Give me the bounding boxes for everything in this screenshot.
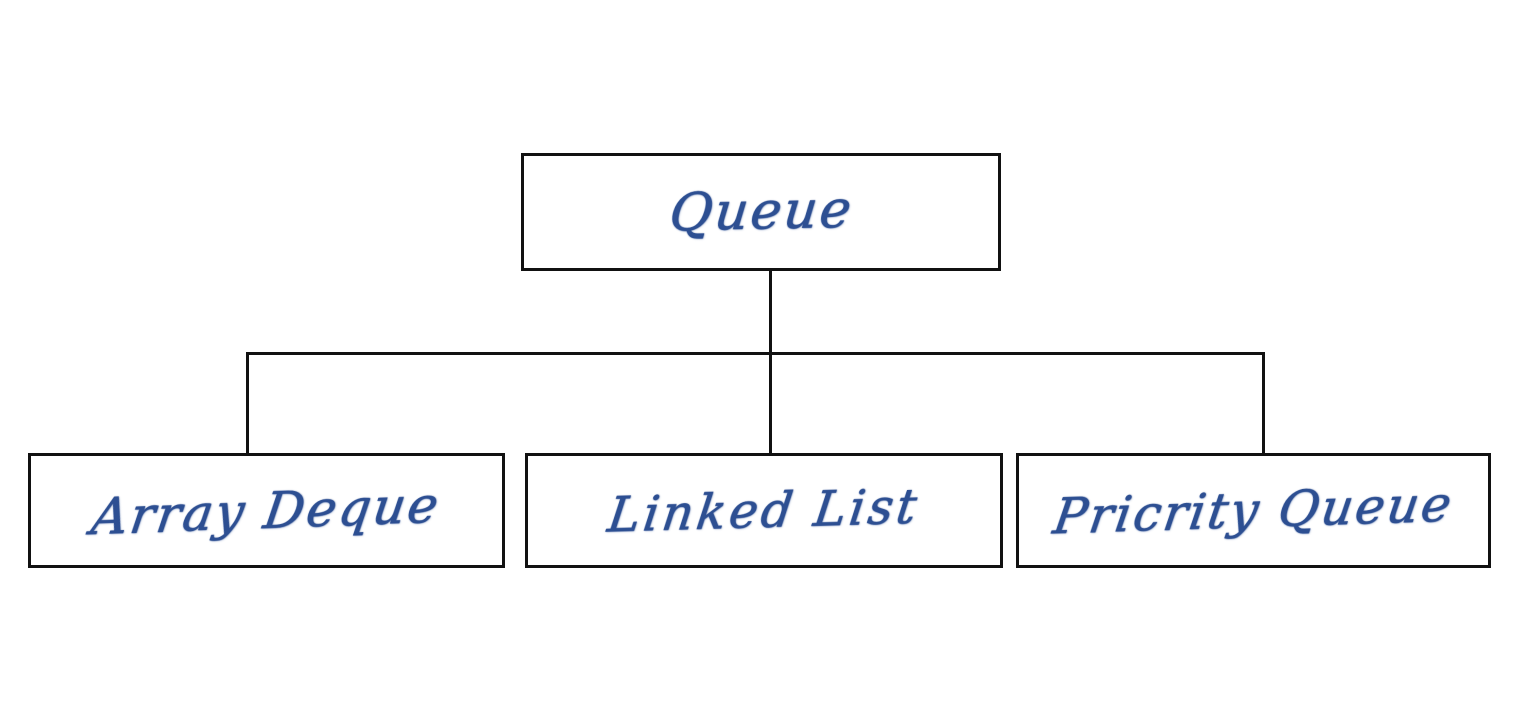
connector-horizontal-bus: [247, 352, 1265, 355]
connector-drop-array-deque: [246, 352, 249, 453]
node-queue-label: Queue: [666, 180, 856, 244]
node-priority-queue-label: Pricrity Queue: [1049, 475, 1458, 546]
node-priority-queue[interactable]: Pricrity Queue: [1016, 453, 1491, 568]
node-array-deque-label: Array Deque: [88, 475, 445, 546]
node-queue[interactable]: Queue: [521, 153, 1001, 271]
connector-drop-priority-queue: [1262, 352, 1265, 453]
node-array-deque[interactable]: Array Deque: [28, 453, 505, 568]
connector-root-stem: [769, 270, 772, 453]
node-linked-list-label: Linked List: [604, 478, 924, 543]
node-linked-list[interactable]: Linked List: [525, 453, 1003, 568]
